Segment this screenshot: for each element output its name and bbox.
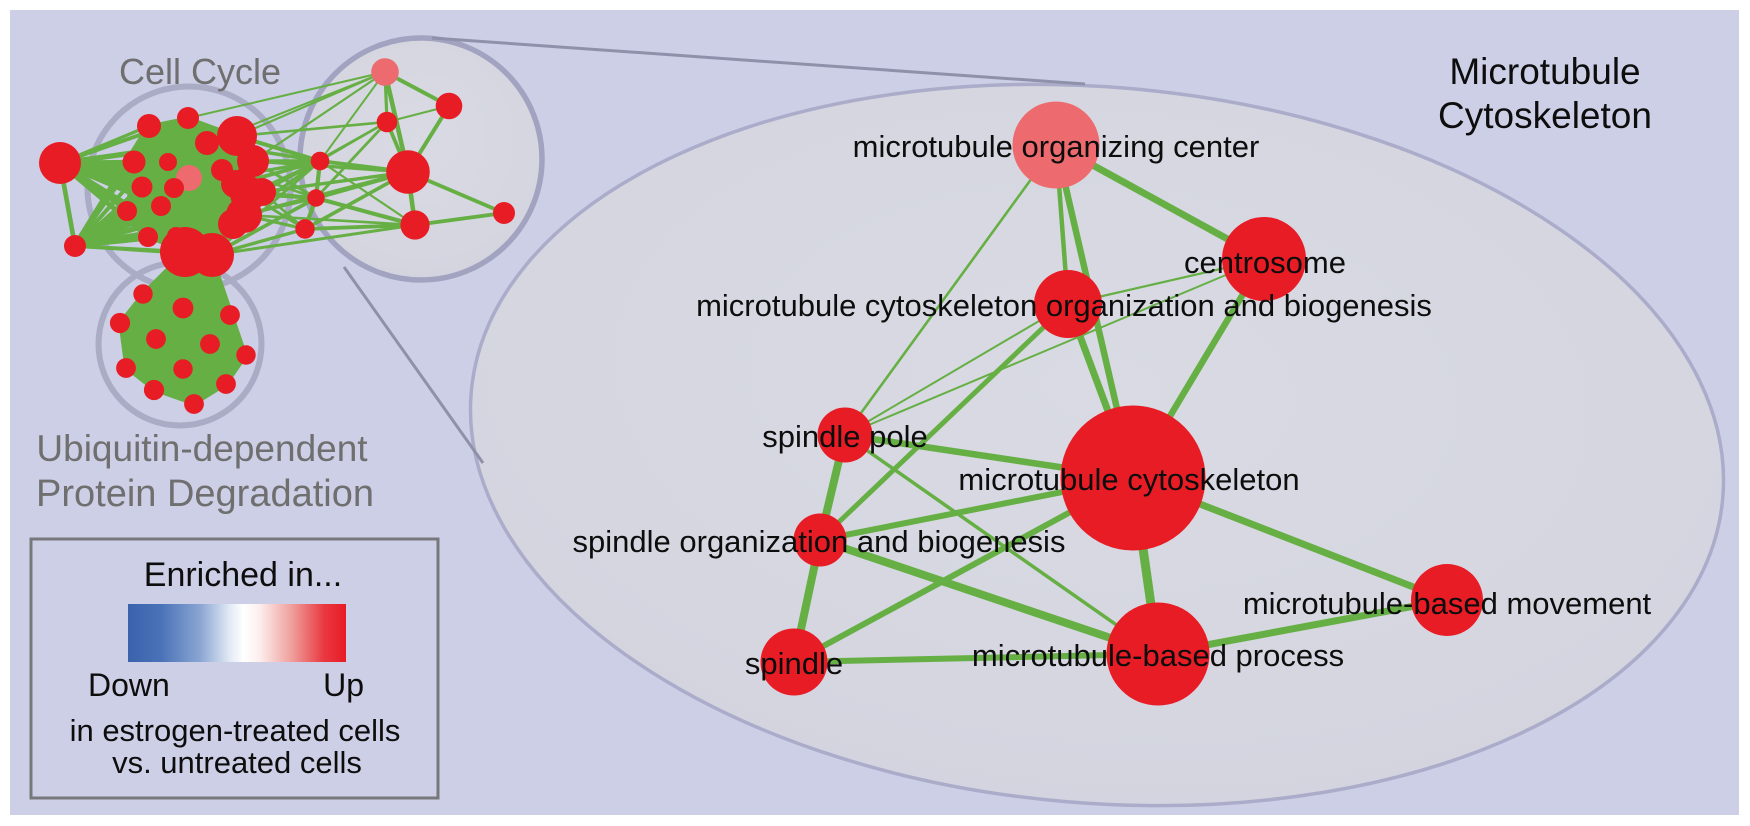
svg-text:Microtubule: Microtubule [1449,51,1640,92]
svg-text:microtubule organizing center: microtubule organizing center [853,129,1260,164]
svg-text:spindle: spindle [745,646,843,681]
svg-text:microtubule-based process: microtubule-based process [972,638,1344,673]
svg-text:spindle organization and bioge: spindle organization and biogenesis [573,524,1066,559]
svg-text:spindle pole: spindle pole [762,419,927,454]
svg-text:microtubule-based movement: microtubule-based movement [1243,586,1652,621]
svg-text:Protein Degradation: Protein Degradation [36,473,374,515]
svg-text:Cytoskeleton: Cytoskeleton [1438,95,1652,136]
svg-text:Ubiquitin-dependent: Ubiquitin-dependent [36,428,368,469]
svg-text:Down: Down [88,667,170,703]
svg-text:microtubule cytoskeleton organ: microtubule cytoskeleton organization an… [696,288,1432,323]
svg-text:Cell Cycle: Cell Cycle [119,51,281,92]
svg-text:centrosome: centrosome [1184,245,1346,280]
svg-text:in estrogen-treated cells: in estrogen-treated cells [70,713,401,748]
svg-text:Up: Up [323,667,364,703]
svg-text:microtubule cytoskeleton: microtubule cytoskeleton [958,462,1299,497]
svg-text:Enriched in...: Enriched in... [144,556,342,594]
svg-text:vs. untreated cells: vs. untreated cells [112,745,362,780]
